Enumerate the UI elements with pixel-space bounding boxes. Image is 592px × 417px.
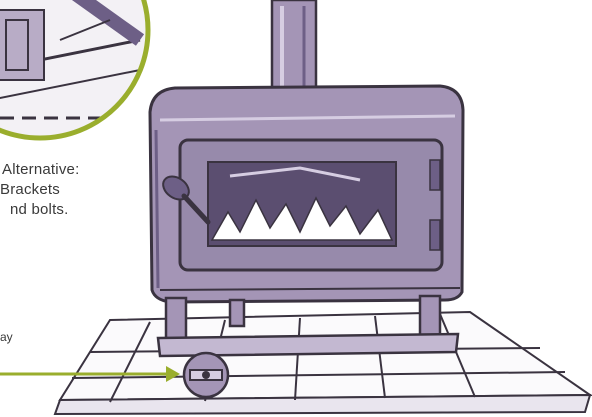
caption-line-1: Alternative: <box>2 161 80 178</box>
hearth-tiles <box>53 310 592 416</box>
caption-line-3: nd bolts. <box>10 201 69 218</box>
bracket-bolt-detail <box>182 351 230 399</box>
caption-line-2: Brackets <box>0 181 60 198</box>
inset-caption: Alternative: Brackets nd bolts. <box>0 160 130 220</box>
side-note: ay <box>0 330 13 344</box>
pointer-arrow <box>0 366 180 382</box>
stove-body <box>148 84 465 304</box>
flue-pipe <box>270 0 318 94</box>
inset-detail-circle <box>0 0 151 141</box>
stove-legs <box>156 294 460 358</box>
